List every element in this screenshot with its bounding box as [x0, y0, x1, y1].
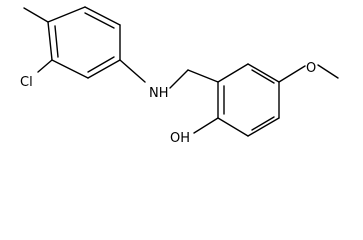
left-benzene-ring — [47, 6, 121, 79]
nitrogen-methylene-bond — [169, 69, 189, 89]
methyl-ether-bond — [317, 64, 339, 79]
ring-bond — [47, 21, 53, 61]
aromatic-double-bond — [84, 12, 115, 29]
aromatic-double-bond — [54, 25, 59, 58]
methyl-bond — [23, 7, 49, 23]
phenol-bond — [193, 117, 219, 134]
ring-bond — [84, 6, 121, 26]
ring-bond — [47, 6, 86, 23]
methoxy-oxygen-label: O — [306, 61, 316, 76]
right-benzene-ring — [217, 63, 280, 137]
aromatic-double-bond — [87, 56, 115, 73]
ring-bond — [217, 63, 249, 83]
structure-svg: Cl NH O OH — [20, 6, 339, 146]
hydroxyl-label: OH — [170, 131, 190, 146]
aromatic-double-bond — [251, 116, 275, 131]
ring-bond — [217, 117, 249, 137]
aromatic-double-bond — [251, 69, 275, 84]
ring-bond — [247, 63, 280, 83]
aryl-nitrogen-bond — [119, 59, 146, 83]
ring-bond — [51, 59, 89, 79]
methoxy-bond — [278, 65, 306, 83]
ring-bond — [247, 117, 280, 137]
chloro-bond — [37, 59, 53, 73]
methylene-aryl-bond — [187, 69, 219, 83]
amine-label: NH — [149, 86, 169, 101]
chlorine-label: Cl — [20, 75, 33, 90]
structure-diagram: Cl NH O OH — [20, 6, 339, 146]
ring-bond — [87, 59, 121, 79]
